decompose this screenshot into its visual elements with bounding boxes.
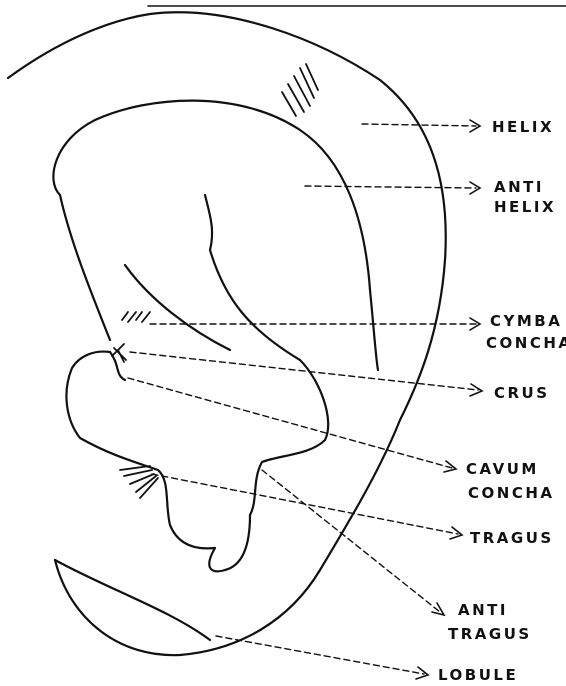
lobule-leader: [216, 636, 428, 679]
label-cavum-concha-line2: CONCHA: [468, 484, 554, 502]
cymba-concha-hatch-marks: [122, 312, 150, 322]
helix-hatch-marks: [282, 64, 318, 116]
antihelix-crus-curve: [205, 195, 328, 515]
tragus-leader: [152, 474, 462, 539]
antihelix-leader: [305, 182, 480, 194]
label-helix: HELIX: [492, 118, 554, 136]
label-antihelix: ANTI HELIX: [494, 178, 556, 216]
helix-inner-ridge: [53, 101, 378, 370]
label-tragus: TRAGUS: [470, 529, 554, 547]
antihelix-inner-curve: [60, 195, 110, 340]
label-cavum-concha: CAVUM CONCHA: [466, 460, 554, 502]
label-cymba-concha: CYMBA CONCHA: [486, 312, 566, 352]
antitragus-leader: [262, 470, 444, 615]
label-crus: CRUS: [494, 384, 550, 402]
lobule-curve: [55, 560, 210, 640]
concha-tragus-outline: [66, 352, 250, 572]
cymba-concha-leader: [150, 318, 480, 330]
label-cavum-concha-line1: CAVUM: [466, 460, 539, 478]
label-lobule: LOBULE: [438, 666, 518, 684]
label-antitragus: ANTI TRAGUS: [448, 601, 532, 643]
label-cymba-concha-line1: CYMBA: [490, 312, 562, 330]
crus-leader: [130, 352, 482, 396]
helix-outer-outline: [8, 12, 446, 655]
label-cymba-concha-line2: CONCHA: [486, 334, 566, 352]
tragus-hatch-marks: [120, 466, 158, 498]
label-antihelix-line1: ANTI: [494, 178, 544, 196]
label-antitragus-line2: TRAGUS: [448, 625, 532, 643]
label-antihelix-line2: HELIX: [494, 198, 556, 216]
triangular-fossa-line: [125, 265, 230, 350]
cavum-concha-leader: [128, 378, 456, 472]
label-antitragus-line1: ANTI: [458, 601, 508, 619]
